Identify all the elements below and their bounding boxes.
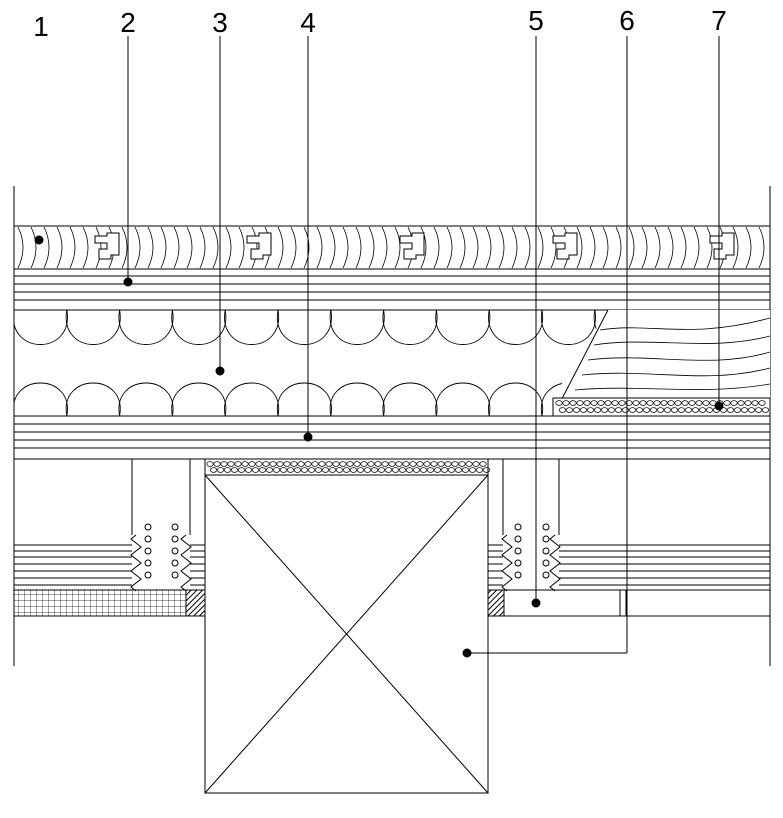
callout-label-5: 5: [528, 5, 544, 36]
callout-label-4: 4: [300, 7, 316, 38]
tongue-joint: [552, 232, 578, 260]
right-lower-assembly: [487, 459, 771, 617]
layer-2-board-stack: [14, 268, 770, 311]
leader-dot-7: [714, 401, 724, 411]
callout-leaders: [34, 36, 724, 658]
callout-label-6: 6: [619, 5, 635, 36]
tongue-joint: [246, 232, 272, 260]
tongue-joint: [709, 232, 735, 260]
tongue-joint: [94, 232, 120, 260]
beam-granular-cap: [204, 458, 491, 476]
leader-dot-4: [303, 432, 313, 442]
tongue-joint: [399, 232, 425, 260]
callout-label-2: 2: [120, 7, 136, 38]
leader-dot-6: [462, 648, 472, 658]
layer-7-granular-fill: [552, 397, 771, 417]
layer-3-insulation: [14, 309, 771, 417]
layer-4-board-stack: [14, 415, 770, 460]
leader-dot-1: [34, 235, 44, 245]
leader-dot-3: [215, 366, 225, 376]
leader-dot-2: [123, 277, 133, 287]
layer-1-floor-boarding: [13, 225, 771, 270]
beam-cross-section: [204, 474, 489, 794]
callout-labels: 1 2 3 4 5 6 7: [33, 5, 727, 42]
callout-label-1: 1: [33, 11, 49, 42]
leader-dot-5: [531, 598, 541, 608]
callout-label-3: 3: [212, 7, 228, 38]
callout-label-7: 7: [711, 5, 727, 36]
left-lower-assembly: [13, 459, 206, 617]
